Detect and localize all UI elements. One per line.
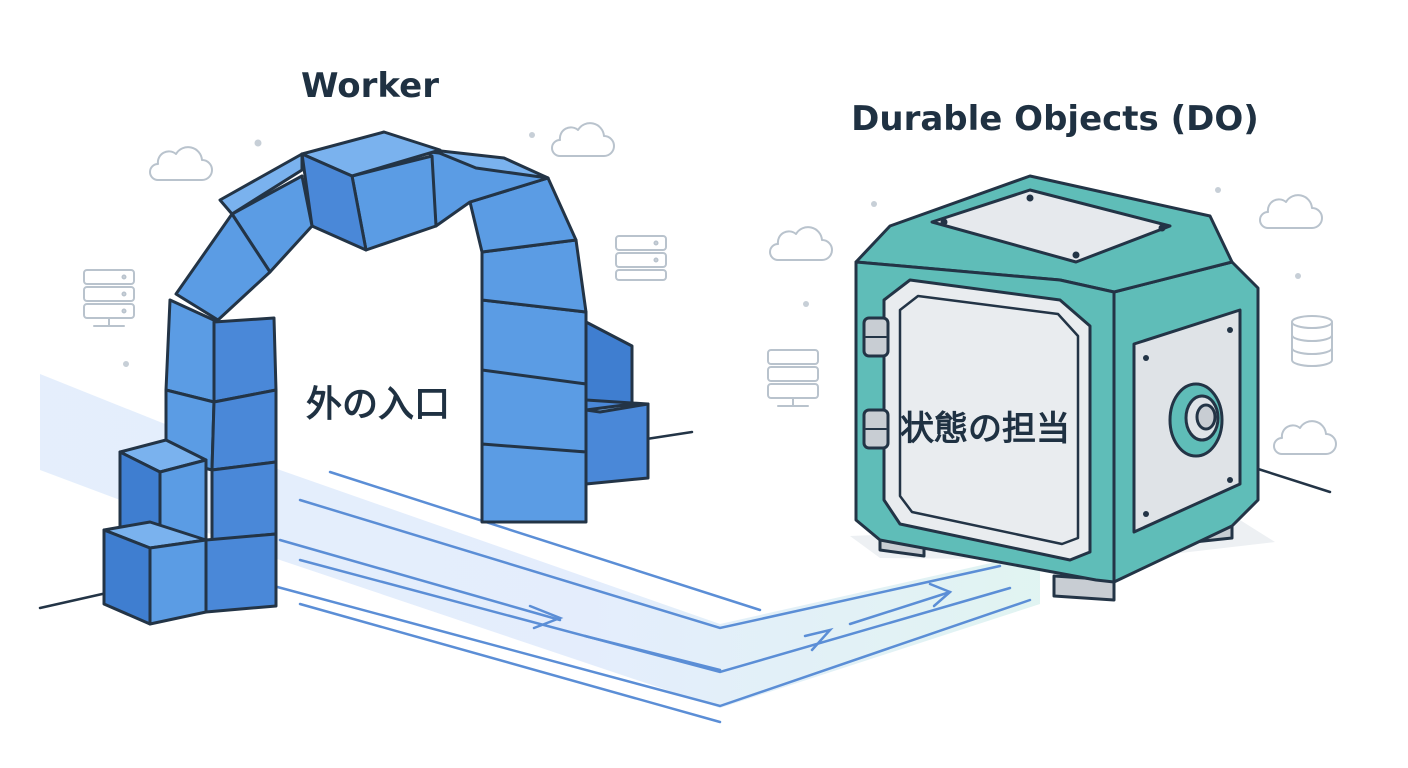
flow-arrow-icon (803, 627, 834, 652)
durable-object-safe (850, 174, 1275, 602)
data-flow (40, 374, 1040, 724)
arch-right-leg (468, 176, 588, 524)
cloud-icon (1259, 194, 1323, 229)
cloud-icon (1273, 420, 1337, 455)
arch-left-leg (164, 212, 278, 614)
arch-top (218, 130, 550, 274)
cloud-icon (149, 146, 213, 181)
worker-arch (102, 130, 650, 626)
arch-left-base (102, 438, 208, 626)
arch-right-support (584, 320, 650, 486)
server-rack-icon (767, 349, 819, 407)
cloud-icon (551, 122, 615, 157)
server-rack-icon (615, 235, 667, 281)
hinge-icon (862, 408, 890, 450)
cloud-icon (769, 226, 833, 261)
dial-icon (1168, 382, 1224, 458)
flow-arrow-icon (928, 582, 953, 608)
worker-caption: 外の入口 (306, 384, 450, 425)
database-icon (1291, 315, 1333, 367)
flow-arrow-icon (528, 604, 564, 630)
decorations (83, 122, 1337, 455)
hinge-icon (862, 316, 890, 358)
durable-object-title: Durable Objects (DO) (851, 99, 1259, 139)
durable-object-caption: 状態の担当 (900, 409, 1070, 449)
server-rack-icon (83, 269, 135, 327)
worker-title: Worker (301, 66, 439, 106)
